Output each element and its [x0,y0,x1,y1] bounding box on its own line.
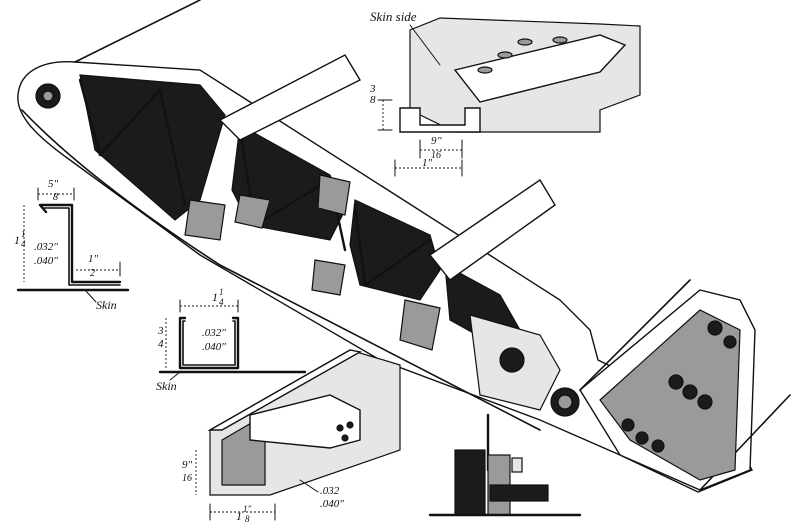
bot-9-16-num: 9" [182,459,193,471]
mid-skin-leader [169,371,181,381]
mid-channel-profile [178,316,240,370]
left-1-1-4-whole: 1 [14,233,20,247]
top-3-8-num: 3 [369,83,376,95]
bottom-hat-section-detail: 9" 16 1 1" 8 .032 .040" [182,349,401,524]
left-5-8-den: 8 [53,192,58,203]
bot-thickness-1: .032 [320,485,340,497]
joint-plate-right [489,484,549,502]
trailing-rib-holes [621,320,737,453]
gusset-plate [399,299,441,351]
rear-spar-cap [428,179,556,281]
left-1-2-den: 2 [90,268,95,279]
left-thickness-1: .032" [34,241,58,253]
spar-hole [499,347,525,373]
mid-thickness-1: .032" [202,327,226,339]
left-5-8-num: 5" [48,178,59,190]
gusset-plate [184,199,226,241]
front-spar-cap [218,54,361,141]
skin-side-label: Skin side [370,9,417,24]
bot-thickness-leader [299,479,319,493]
bot-thickness-2: .040" [320,498,344,510]
left-skin-leader [84,289,97,303]
rib-bay-1 [79,74,226,221]
mid-1-1-4-den: 4 [219,297,224,307]
rib-bay-3 [349,199,441,301]
trailing-section-skin-top [579,279,691,391]
upper-skin-edge [74,0,201,63]
bot-1-1-8-num: 1" [243,504,252,514]
top-9-16-num: 9 [431,135,437,147]
hinge-fitting-inner [557,394,573,410]
left-z-profile [38,203,122,284]
left-1-2-num: 1" [88,253,99,265]
joint-washer [511,457,523,473]
top-channel-holes [477,36,568,74]
mid-1-1-4-num: 1 [219,287,224,297]
mid-thickness-2: .040" [202,341,226,353]
joint-cross-section-detail [428,413,582,517]
bot-9-16-den: 16 [182,473,192,484]
top-9-16-unit: " [437,135,442,147]
trailing-rib [599,309,741,481]
truss-members [78,78,432,287]
left-1-1-4-num: 1 [21,229,26,239]
mid-skin-label: Skin [156,379,177,393]
left-skin-label: Skin [96,298,117,312]
skin-side-leader [409,24,441,66]
left-z-profile-inner [43,207,121,286]
top-3-8-den: 8 [370,94,376,106]
middle-c-channel-detail: 1 1 4 3 4 .032" .040" Skin [156,287,307,393]
joint-block-left [454,449,486,516]
top-channel-flange [453,34,627,103]
hat-strap [249,394,361,449]
top-channel-detail: Skin side 3 8 9 " 16 1" [369,9,641,177]
nose-hole-inner [42,90,54,102]
hat-strap-holes [336,421,354,442]
mid-3-4-den: 4 [158,338,164,350]
left-thickness-2: .040" [34,255,58,267]
mid-3-4-num: 3 [157,325,164,337]
wing-leading-edge-line [21,109,541,431]
wing-section [17,0,791,493]
top-9-16-den: 16 [431,150,441,161]
gusset-plate [317,174,351,216]
bot-1-1-8-den: 8 [245,514,250,524]
mid-channel-inner [182,320,236,366]
gusset-plate [234,194,271,229]
left-1-1-4-den: 4 [21,239,26,249]
left-z-section-detail: 5" 8 1 1 4 .032" .040" 1" 2 Skin [14,178,130,312]
top-channel-lip [399,107,481,133]
hat-section-top [207,349,362,431]
top-1in-label: 1" [422,157,433,169]
gusset-plates [184,174,441,351]
gusset-plate [311,259,346,296]
bot-1-1-8-whole: 1 [236,509,242,523]
mid-1-1-4-whole: 1 [212,290,218,304]
